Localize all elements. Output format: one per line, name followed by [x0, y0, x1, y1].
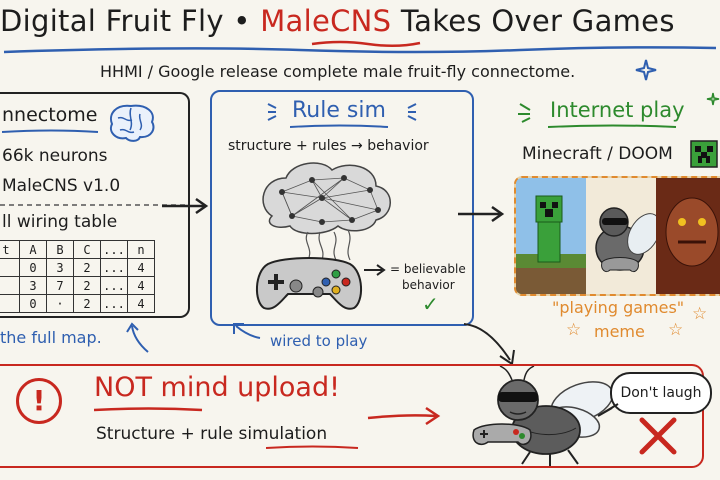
brain-icon	[110, 104, 155, 142]
speech-bubble-tail	[597, 403, 619, 417]
table-cell: ...	[100, 258, 128, 277]
not-mind-upload-heading: NOT mind upload!	[94, 372, 340, 403]
table-cell	[0, 258, 20, 277]
warning-panel	[0, 364, 704, 468]
speech-bubble: Don't laugh	[610, 372, 712, 414]
table-cell: 4	[127, 276, 155, 295]
heading-underline	[290, 124, 389, 128]
star-icon: ☆	[692, 304, 708, 324]
dashed-divider	[0, 204, 186, 206]
page-title: Digital Fruit Fly • MaleCNS Takes Over G…	[0, 4, 720, 44]
table-cell: 4	[127, 258, 155, 277]
neuron-count: 66k neurons	[2, 146, 108, 166]
table-cell: 4	[127, 294, 155, 313]
game-scene-image	[514, 176, 720, 296]
formula-text: structure + rules → behavior	[228, 138, 429, 154]
arrow-left-icon	[233, 323, 261, 339]
connectome-heading: nnectome	[2, 104, 98, 126]
table-cell: B	[46, 240, 74, 259]
game-scene-illustration	[516, 178, 720, 294]
title-part3: Takes Over Games	[391, 4, 675, 38]
table-cell: n	[127, 240, 155, 259]
table-cell: 7	[46, 276, 74, 295]
wiring-table-label: ll wiring table	[2, 212, 118, 232]
table-cell: 2	[73, 276, 101, 295]
neural-network-icon	[262, 162, 391, 261]
table-cell: ...	[100, 294, 128, 313]
heading-underline	[2, 129, 99, 133]
subtitle: HHMI / Google release complete male frui…	[100, 62, 576, 81]
sparkle-icon	[635, 59, 657, 81]
arrow-up-icon	[126, 322, 149, 353]
warning-icon: !	[16, 378, 62, 424]
malecns-version: MaleCNS v1.0	[2, 176, 121, 196]
games-text: Minecraft / DOOM	[522, 144, 673, 164]
title-part2: MaleCNS	[260, 4, 392, 38]
title-underlines	[3, 40, 717, 54]
fly-gamer-illustration	[472, 366, 614, 466]
star-icon: ☆	[566, 320, 582, 340]
meme-line1: "playing games"	[552, 298, 685, 317]
table-cell: 2	[73, 258, 101, 277]
internet-play-heading: Internet play	[550, 98, 685, 122]
arrow-right-icon	[367, 406, 441, 426]
rule-sim-heading: Rule sim	[292, 98, 386, 123]
table-cell: ·	[46, 294, 74, 313]
sparkle-icon	[706, 92, 720, 106]
table-cell: t	[0, 240, 20, 259]
heading-underline	[94, 407, 203, 412]
table-cell: ...	[100, 276, 128, 295]
creeper-icon	[690, 140, 718, 168]
star-icon: ☆	[668, 320, 684, 340]
title-part1: Digital Fruit Fly •	[0, 4, 261, 38]
table-cell: ...	[100, 240, 128, 259]
believable-text: = believable	[390, 262, 466, 276]
text-underline	[266, 445, 359, 449]
table-cell	[0, 294, 20, 313]
arrow-right-icon	[458, 205, 505, 223]
arrow-right-icon	[162, 197, 209, 215]
table-cell: C	[73, 240, 101, 259]
behavior-text: behavior	[402, 278, 455, 292]
table-row: 0·2...4	[0, 294, 155, 313]
cross-icon	[639, 417, 677, 455]
table-cell: 0	[19, 258, 47, 277]
gamepad-icon	[256, 257, 362, 310]
table-cell: 3	[19, 276, 47, 295]
table-cell: A	[19, 240, 47, 259]
check-icon: ✓	[422, 292, 439, 316]
table-cell: 3	[46, 258, 74, 277]
meme-line2: meme	[594, 322, 645, 341]
emphasis-marks-icon	[267, 103, 277, 121]
heading-underline	[548, 124, 677, 128]
emphasis-marks-icon	[518, 103, 531, 123]
table-cell: 2	[73, 294, 101, 313]
structure-rule-text: Structure + rule simulation	[96, 424, 328, 444]
full-map-caption: the full map.	[0, 328, 102, 347]
table-cell	[0, 276, 20, 295]
wired-to-play-caption: wired to play	[270, 332, 368, 350]
rule-sim-panel	[210, 90, 474, 326]
arrow-right-icon	[364, 264, 386, 276]
table-cell: 0	[19, 294, 47, 313]
emphasis-marks-icon	[407, 103, 417, 121]
